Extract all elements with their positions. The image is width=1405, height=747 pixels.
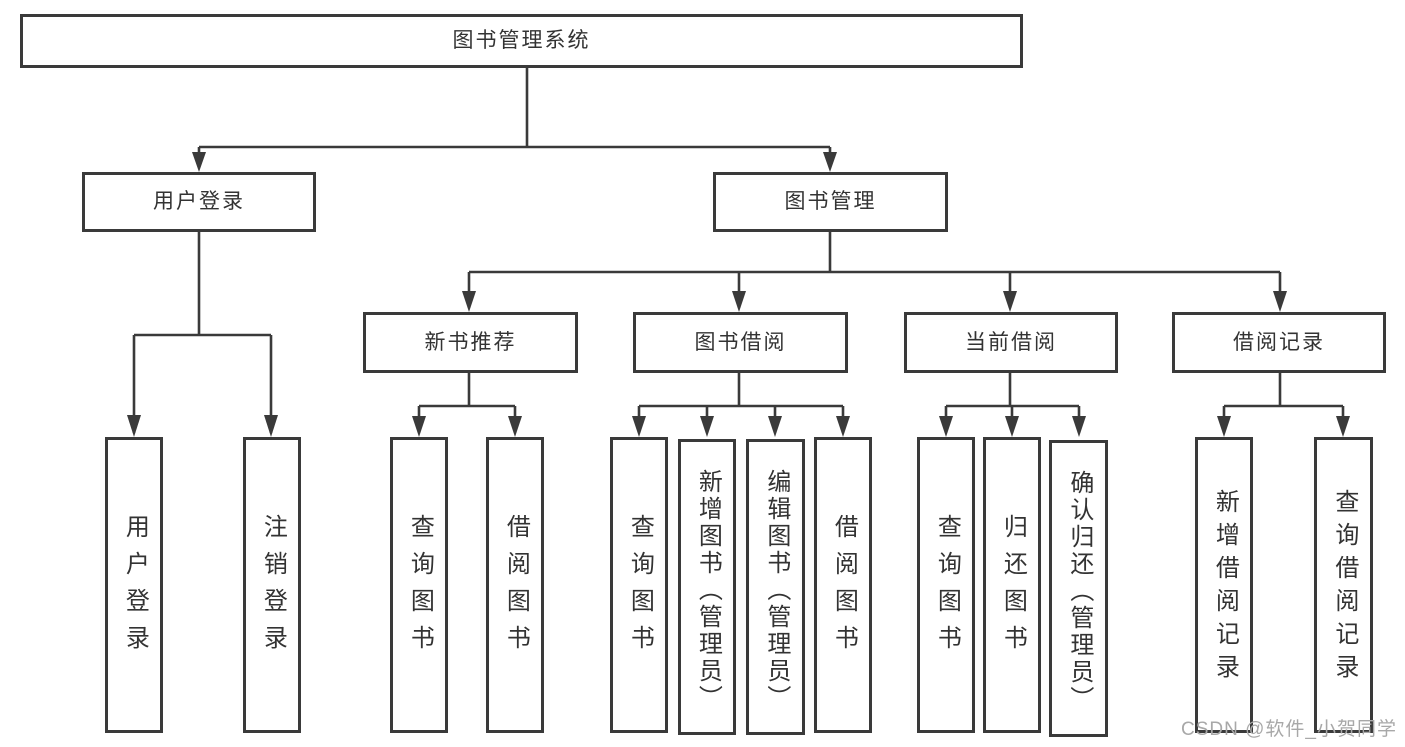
csdn-watermark: CSDN @软件_小贺同学	[1181, 719, 1397, 740]
node-user-login: 用户登录	[82, 172, 316, 232]
connector-current-borrow-to-leaves	[939, 373, 1086, 437]
leaf-confirm-return-admin: 确认归还（管理员）	[1049, 440, 1108, 737]
node-root: 图书管理系统	[20, 14, 1023, 68]
leaf-query-book-rec: 查询图书	[390, 437, 448, 733]
leaf-edit-book-admin: 编辑图书（管理员）	[746, 439, 805, 735]
leaf-query-borrow-record: 查询借阅记录	[1314, 437, 1373, 733]
leaf-add-book-admin: 新增图书（管理员）	[678, 439, 736, 735]
connector-borrow-records-to-leaves	[1217, 373, 1350, 437]
leaf-query-book-borrow: 查询图书	[610, 437, 668, 733]
node-book-mgmt: 图书管理	[713, 172, 948, 232]
leaf-borrow-book-rec: 借阅图书	[486, 437, 544, 733]
leaf-query-book-current: 查询图书	[917, 437, 975, 733]
leaf-borrow-book-borrow: 借阅图书	[814, 437, 872, 733]
leaf-user-login: 用户登录	[105, 437, 163, 733]
node-book-borrow: 图书借阅	[633, 312, 848, 373]
leaf-return-book: 归还图书	[983, 437, 1041, 733]
connector-new-book-rec-to-leaves	[412, 373, 522, 437]
leaf-logout: 注销登录	[243, 437, 301, 733]
node-borrow-records: 借阅记录	[1172, 312, 1386, 373]
leaf-add-borrow-record: 新增借阅记录	[1195, 437, 1253, 733]
connector-book-mgmt-to-level3	[462, 232, 1287, 312]
node-current-borrow: 当前借阅	[904, 312, 1118, 373]
connector-user-login-to-leaves	[127, 232, 278, 437]
node-new-book-rec: 新书推荐	[363, 312, 578, 373]
connector-root-to-level2	[192, 68, 837, 172]
connector-book-borrow-to-leaves	[632, 373, 850, 437]
